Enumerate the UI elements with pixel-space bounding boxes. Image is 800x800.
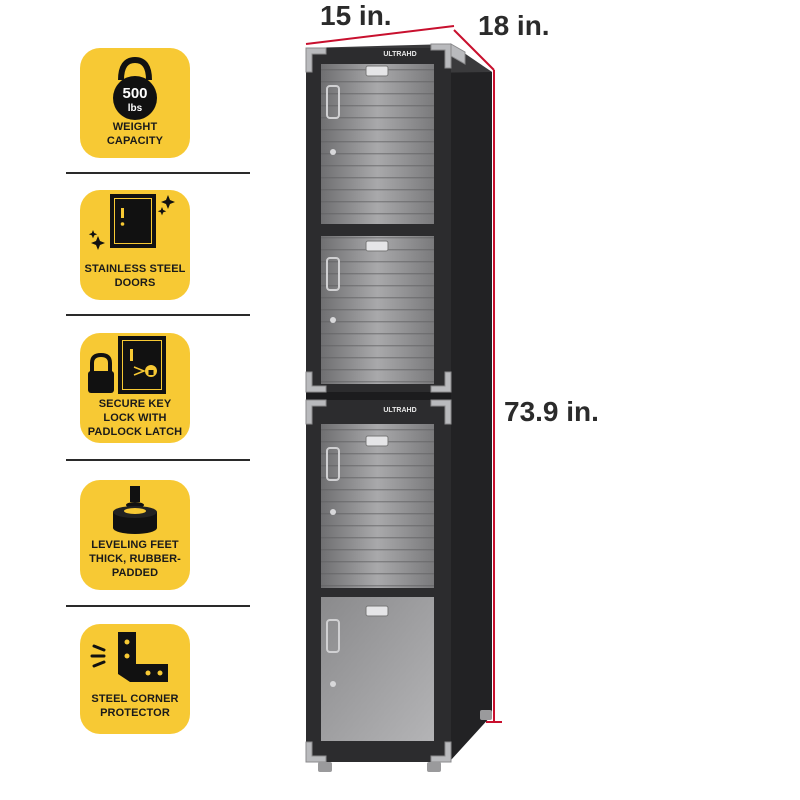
depth-dimension-label: 18 in. [478,10,550,41]
feature-leveling-feet: LEVELING FEET THICK, RUBBER- PADDED [80,480,190,590]
feature-weight-capacity: 500 lbs WEIGHT CAPACITY [80,48,190,158]
brand-logo: ULTRAHD [383,407,416,414]
divider [66,314,250,316]
feature-secure-lock: SECURE KEY LOCK WITH PADLOCK LATCH [80,333,190,443]
feature-label: LEVELING FEET THICK, RUBBER- PADDED [89,539,181,579]
feature-stainless-doors: STAINLESS STEEL DOORS [80,190,190,300]
cabinet-side-panel [451,46,492,760]
kettlebell-icon: 500 lbs [113,56,157,120]
brand-logo: ULTRAHD [383,51,416,58]
feature-label: STAINLESS STEEL DOORS [84,263,186,289]
feature-label: STEEL CORNER PROTECTOR [91,693,179,719]
divider [66,459,250,461]
weight-unit: lbs [128,103,143,114]
door[interactable] [321,424,434,588]
stainless-door-icon [88,194,175,250]
divider [66,605,250,607]
feature-label: SECURE KEY LOCK WITH PADLOCK LATCH [87,398,183,438]
height-dimension-label: 73.9 in. [504,396,599,427]
divider [66,172,250,174]
leveling-foot-icon [113,486,157,534]
feature-label: WEIGHT CAPACITY [106,121,164,147]
dimension-lines [305,25,502,723]
weight-number: 500 [122,85,147,102]
feature-corner-protector: STEEL CORNER PROTECTOR [80,624,190,734]
door[interactable] [321,597,434,741]
leveling-feet [318,710,492,772]
door[interactable] [321,236,434,384]
width-dimension-label: 15 in. [320,0,392,31]
cabinet-seam [306,392,451,400]
corner-bracket-icon [90,632,168,682]
door[interactable] [321,64,434,224]
padlock-latch-icon [88,336,166,394]
